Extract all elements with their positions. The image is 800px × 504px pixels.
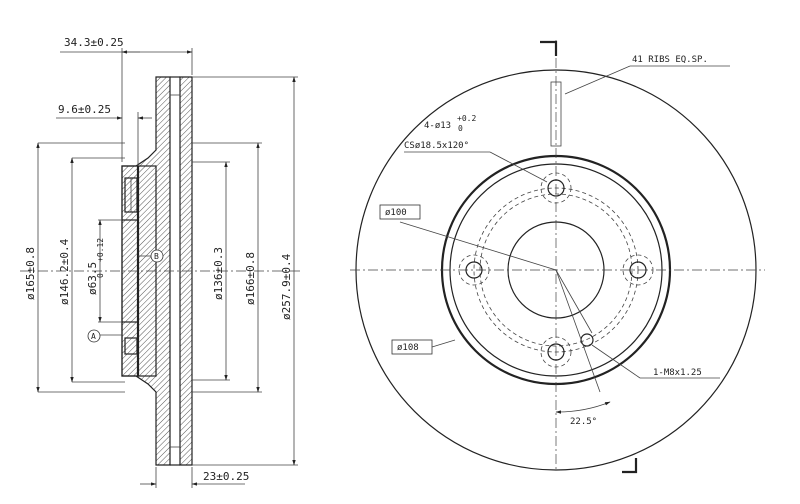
stud-hole-right [622,254,654,286]
holes-note: 4-ø13 [424,121,451,131]
ribs-note: 41 RIBS EQ.SP. [632,55,708,65]
holes-tol-lower: 0 [458,124,463,133]
front-view: 41 RIBS EQ.SP. 4-ø13 +0.2 0 CSø18.5x120°… [350,40,765,474]
dim-d146: ø146.2±0.4 [58,238,71,305]
dim-hub-thickness: 9.6±0.25 [58,103,111,116]
dim-d136: ø136±0.3 [212,247,225,300]
datum-b-marker [150,249,164,263]
stud-hole-left [458,254,490,286]
dim-d63-tol-lower: 0 [96,273,105,278]
dim-d165: ø165±0.8 [24,247,37,300]
thread-note: 1-M8x1.25 [653,368,702,378]
side-view: 34.3±0.25 9.6±0.25 23±0.25 ø165±0.8 ø146… [20,36,300,488]
countersink-note: CSø18.5x120° [404,141,469,151]
dim-overall-width: 34.3±0.25 [64,36,124,49]
dim-d108: ø108 [397,343,419,353]
datum-a-label: A [91,332,96,341]
angle-note: 22.5° [570,417,597,427]
holes-tol-upper: +0.2 [457,114,476,123]
dim-d166: ø166±0.8 [244,252,257,305]
dim-disc-thickness: 23±0.25 [203,470,249,483]
stud-hole-top [540,172,572,204]
datum-a-marker [87,329,101,343]
dim-d63-tol-upper: +0.12 [96,238,105,262]
dim-d63: ø63.5 [86,262,99,295]
stud-hole-bottom [540,336,572,368]
datum-b-label: B [154,252,159,261]
rib-slot [550,81,562,147]
dim-d257: ø257.9±0.4 [280,253,293,320]
dim-d100: ø100 [385,208,407,218]
